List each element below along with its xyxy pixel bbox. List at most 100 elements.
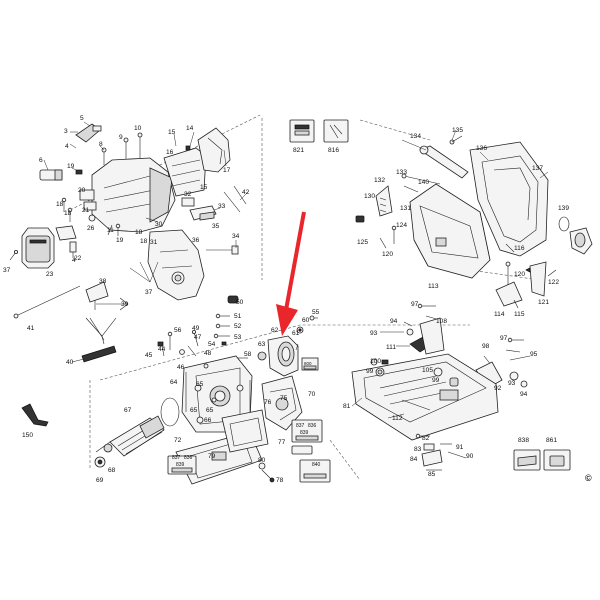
label-22: 22 [74, 255, 82, 262]
label-35: 35 [212, 223, 220, 230]
label-136: 136 [476, 145, 487, 152]
label-94-b: 94 [520, 391, 528, 398]
label-31: 31 [150, 239, 158, 246]
label-30: 30 [155, 221, 163, 228]
label-108: 108 [436, 318, 447, 325]
label-98: 98 [482, 343, 490, 350]
label-836-b: 836 [308, 423, 317, 429]
label-150: 150 [22, 432, 33, 439]
label-94-a: 94 [390, 318, 398, 325]
label-18-d: 18 [140, 238, 148, 245]
label-134: 134 [410, 133, 421, 140]
label-48: 48 [204, 350, 212, 357]
label-52: 52 [234, 323, 242, 330]
label-821: 821 [293, 147, 304, 154]
label-20: 20 [78, 187, 86, 194]
label-77: 77 [278, 439, 286, 446]
label-100: 100 [370, 358, 381, 365]
label-15-b: 15 [200, 184, 208, 191]
label-116: 116 [514, 245, 525, 252]
label-60: 60 [302, 317, 310, 324]
label-65-c: 65 [206, 407, 214, 414]
label-132: 132 [374, 177, 385, 184]
label-67: 67 [124, 407, 132, 414]
label-17: 17 [223, 167, 231, 174]
label-115: 115 [514, 311, 525, 318]
label-95: 95 [530, 351, 538, 358]
label-56: 56 [174, 327, 182, 334]
label-39: 39 [121, 301, 129, 308]
label-131: 131 [400, 205, 411, 212]
label-92: 92 [494, 385, 502, 392]
label-121: 121 [538, 299, 549, 306]
label-38: 38 [99, 278, 107, 285]
part-number-labels: 3 5 4 6 8 19 20 21 18 18 26 9 10 11 19 1… [3, 115, 592, 484]
label-99-a: 99 [366, 368, 374, 375]
label-4-b: 4 [72, 257, 76, 264]
label-75: 75 [280, 395, 288, 402]
label-42: 42 [242, 189, 250, 196]
label-111: 111 [386, 344, 396, 351]
label-50: 50 [236, 299, 244, 306]
label-99-b: 99 [432, 377, 440, 384]
label-838: 838 [518, 437, 529, 444]
label-69: 69 [96, 477, 104, 484]
label-130: 130 [364, 193, 375, 200]
label-839-b: 839 [300, 430, 309, 436]
label-836-a: 836 [184, 455, 193, 461]
label-114: 114 [494, 311, 505, 318]
label-97-b: 97 [500, 335, 508, 342]
label-11: 11 [107, 227, 114, 234]
label-65-b: 65 [190, 407, 198, 414]
label-19: 19 [67, 163, 75, 170]
label-37-b: 37 [145, 289, 153, 296]
label-82: 82 [422, 435, 430, 442]
assembly-guide-lines [69, 114, 541, 481]
label-54: 54 [208, 341, 216, 348]
leader-lines [43, 121, 549, 419]
label-112: 112 [392, 415, 403, 422]
label-139: 139 [558, 205, 569, 212]
label-62: 62 [271, 327, 279, 334]
label-41: 41 [27, 325, 35, 332]
label-84: 84 [410, 456, 418, 463]
label-36: 36 [192, 237, 200, 244]
label-122: 122 [548, 279, 559, 286]
label-44: 44 [158, 346, 166, 353]
label-91: 91 [456, 444, 464, 451]
label-79: 79 [208, 453, 216, 460]
copyright-mark: © [585, 473, 592, 483]
label-49: 49 [192, 325, 200, 332]
label-10: 10 [134, 125, 142, 132]
label-124: 124 [396, 222, 407, 229]
label-113: 113 [428, 283, 439, 290]
label-120-b: 120 [514, 271, 525, 278]
label-840: 840 [312, 462, 321, 468]
label-839-a: 839 [176, 462, 185, 468]
label-800: 800 [304, 361, 312, 366]
motor-housing-cluster [9, 123, 247, 301]
label-81: 81 [343, 403, 351, 410]
label-837-b: 837 [296, 423, 305, 429]
label-816: 816 [328, 147, 339, 154]
label-64: 64 [170, 379, 178, 386]
label-72: 72 [174, 437, 182, 444]
label-66: 66 [204, 417, 212, 424]
label-51: 51 [234, 313, 242, 320]
label-18-c: 18 [135, 229, 143, 236]
top-kit-boxes [289, 119, 349, 143]
label-32: 32 [184, 191, 192, 198]
highlight-arrow [276, 211, 306, 336]
label-861: 861 [546, 437, 557, 444]
label-70: 70 [308, 391, 316, 398]
label-21: 21 [82, 207, 90, 214]
label-135: 135 [452, 127, 463, 134]
label-3: 3 [64, 128, 68, 135]
label-120-a: 120 [382, 251, 393, 258]
label-90: 90 [466, 453, 474, 460]
label-80: 80 [258, 457, 266, 464]
label-46: 46 [177, 364, 185, 371]
label-133: 133 [396, 169, 407, 176]
